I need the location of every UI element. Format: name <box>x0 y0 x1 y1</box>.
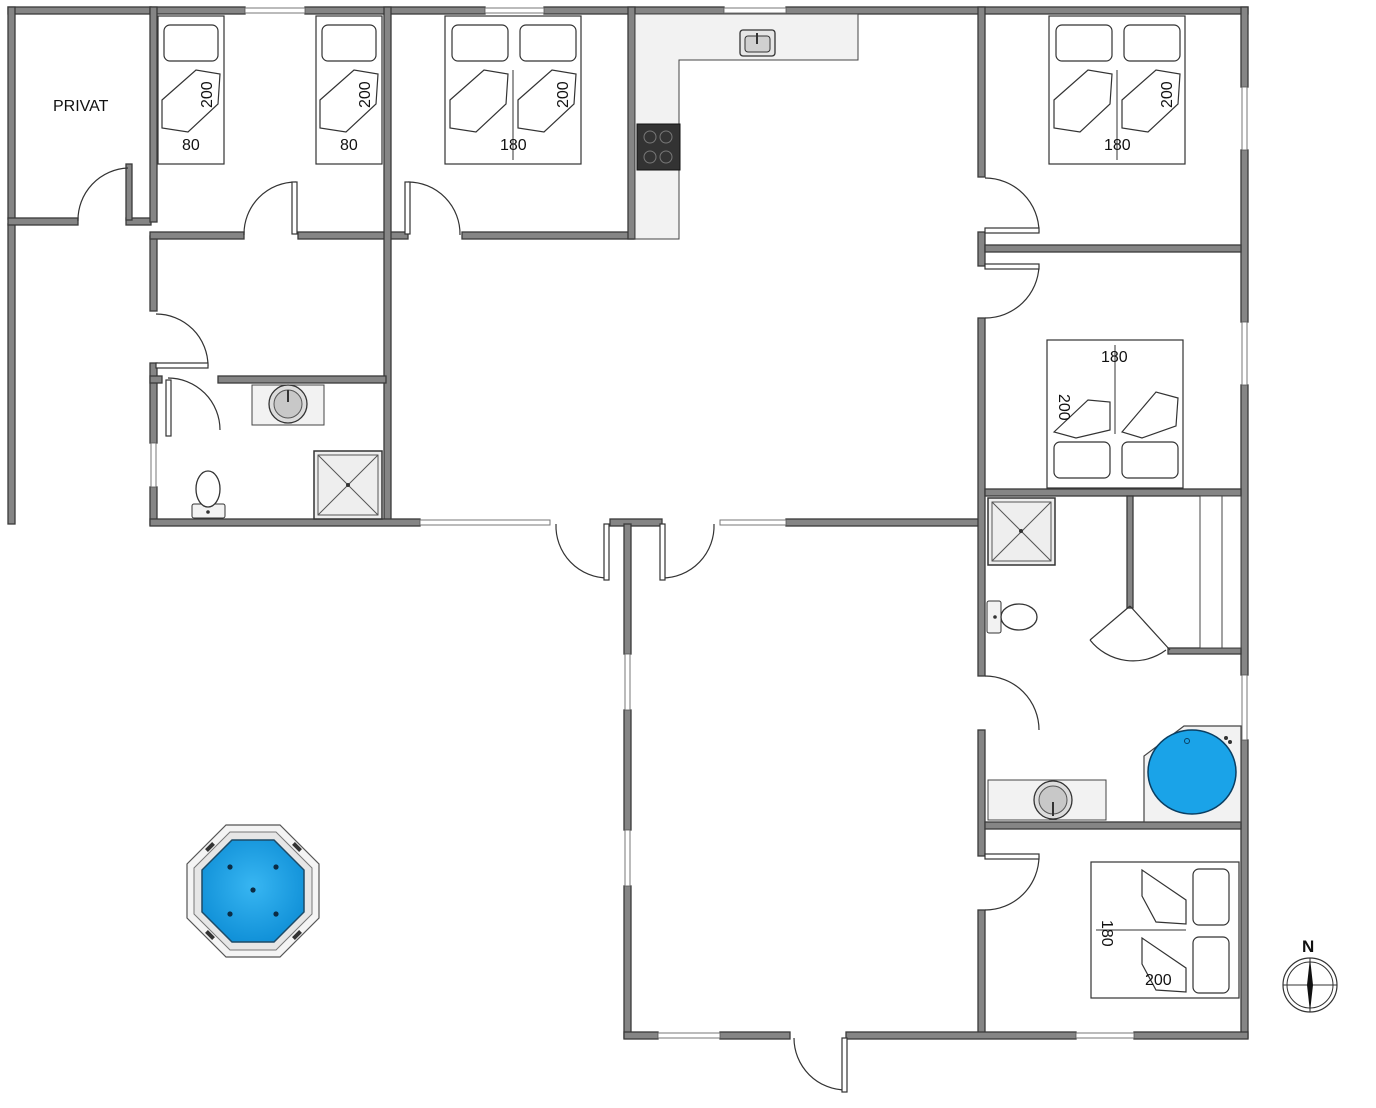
bed-length-label: 200 <box>1055 394 1072 421</box>
bed-double-3: 180 200 <box>444 15 582 165</box>
bed-width-label: 180 <box>1104 137 1131 154</box>
bed-length-label: 200 <box>555 81 572 108</box>
spa-bath-icon <box>1143 725 1242 823</box>
bed-length-label: 200 <box>1145 972 1172 989</box>
bed-length-label: 200 <box>1159 81 1176 108</box>
bed-width-label: 180 <box>1098 920 1115 947</box>
hot-tub-icon <box>186 824 320 958</box>
bathroom-west <box>191 384 383 520</box>
toilet-icon <box>986 600 1038 634</box>
bed-single-2: 80 200 <box>315 15 383 165</box>
bed-width-label: 180 <box>500 137 527 154</box>
bed-double-6: 180 200 <box>1090 861 1240 999</box>
kitchen-counter <box>634 13 859 240</box>
sink-icon <box>268 384 308 424</box>
bathroom-east <box>986 495 1242 823</box>
bed-width-label: 80 <box>340 137 358 154</box>
bed-double-4: 180 200 <box>1048 15 1186 165</box>
bed-single-1: 80 200 <box>157 15 225 165</box>
doors <box>77 167 1171 1093</box>
bed-length-label: 200 <box>357 81 374 108</box>
sauna-benches <box>1199 495 1242 649</box>
windows <box>150 7 1248 1039</box>
sink-icon <box>739 29 776 57</box>
compass-north-label: N <box>1302 937 1314 956</box>
compass-icon: N <box>1282 937 1338 1013</box>
sink-icon <box>1033 780 1073 820</box>
stove-icon <box>636 123 681 171</box>
bed-width-label: 80 <box>182 137 200 154</box>
bed-width-label: 180 <box>1101 349 1128 366</box>
shower-icon <box>987 497 1056 566</box>
bed-double-5: 180 200 <box>1046 339 1184 489</box>
toilet-icon <box>191 470 226 519</box>
room-label-privat: PRIVAT <box>53 98 109 115</box>
bed-length-label: 200 <box>199 81 216 108</box>
shower-icon <box>313 450 383 520</box>
